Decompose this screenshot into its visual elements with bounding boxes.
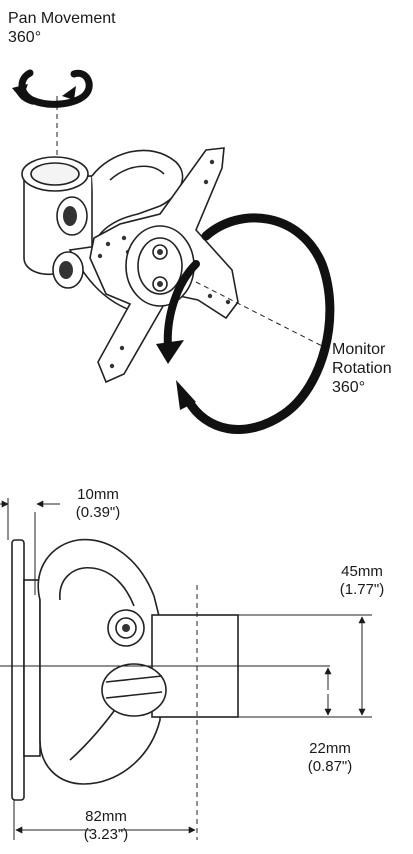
monitor-rotation-arrow xyxy=(156,213,335,435)
side-view-lower-knob xyxy=(101,663,167,717)
center-hub xyxy=(125,225,195,307)
dimension-82mm: 82mm (3.23") xyxy=(66,808,146,844)
dimension-10mm-lines xyxy=(0,498,60,595)
tension-knob-lower xyxy=(52,251,84,289)
dimension-45mm-metric: 45mm xyxy=(341,563,383,580)
dimension-82mm-lines xyxy=(13,800,196,840)
side-view-upper-knob xyxy=(107,609,145,647)
dimension-10mm-metric: 10mm xyxy=(77,486,119,503)
rotation-axis-line xyxy=(195,281,327,349)
monitor-rotation-title: Monitor xyxy=(332,341,386,358)
monitor-rotation-subtitle: Rotation xyxy=(332,360,392,377)
dimension-10mm-imperial: (0.39") xyxy=(75,504,121,521)
dimension-22mm: 22mm (0.87") xyxy=(290,740,370,776)
pan-movement-degrees: 360° xyxy=(8,29,42,46)
tension-knob-upper xyxy=(56,196,88,236)
pan-movement-label: Pan Movement 360° xyxy=(8,9,116,47)
monitor-rotation-degrees: 360° xyxy=(332,379,366,396)
dimension-45mm-lines xyxy=(238,614,372,718)
dimension-45mm-imperial: (1.77") xyxy=(339,581,385,598)
pan-rotation-arrow xyxy=(12,69,93,108)
dimension-82mm-imperial: (3.23") xyxy=(83,826,129,843)
dimension-82mm-metric: 82mm xyxy=(85,808,127,825)
dimension-10mm: 10mm (0.39") xyxy=(58,486,138,522)
dimension-45mm: 45mm (1.77") xyxy=(322,563,402,599)
dimension-22mm-imperial: (0.87") xyxy=(307,758,353,775)
dimension-22mm-metric: 22mm xyxy=(309,740,351,757)
monitor-rotation-label: Monitor Rotation 360° xyxy=(332,340,392,397)
pan-movement-title: Pan Movement xyxy=(8,10,116,27)
side-view-plate xyxy=(11,539,41,801)
side-view-yoke xyxy=(37,538,161,785)
